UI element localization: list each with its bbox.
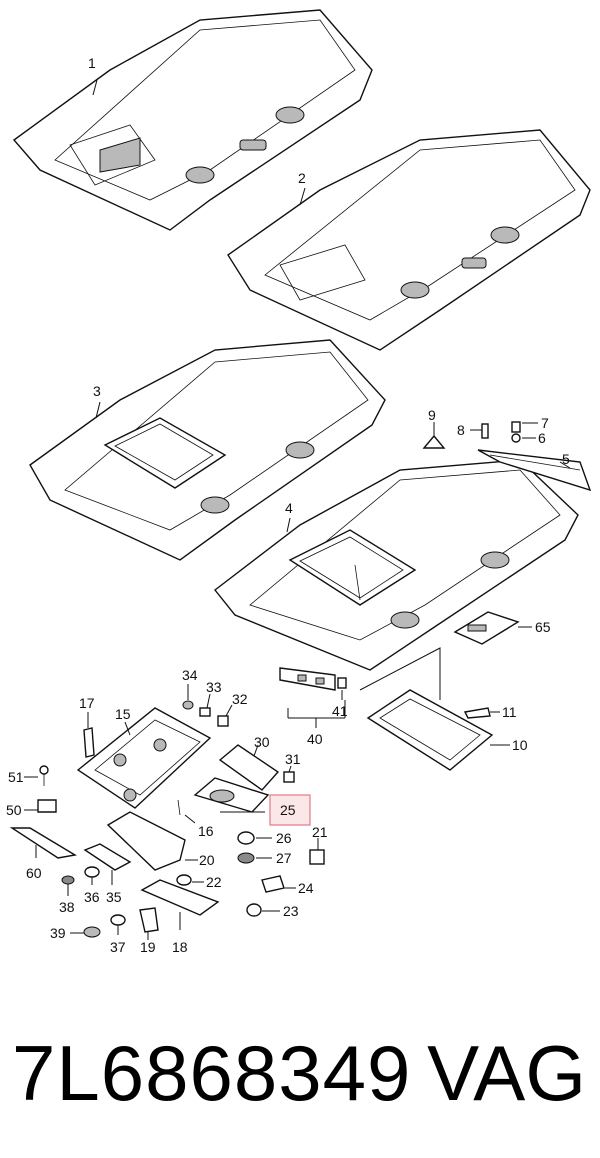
callout-2: 2: [298, 170, 306, 186]
part-31: [283, 771, 295, 783]
part-51-screw: [39, 765, 49, 786]
callout-7: 7: [541, 415, 549, 431]
part-32: [217, 715, 229, 727]
callout-20: 20: [199, 852, 215, 868]
part-24: [261, 875, 285, 893]
callout-34: 34: [182, 667, 198, 683]
callout-38: 38: [59, 899, 75, 915]
part-30: [218, 744, 280, 791]
headliner-2: [227, 129, 591, 351]
part-60: [9, 827, 77, 859]
part-37: [110, 914, 126, 926]
callout-15: 15: [115, 706, 131, 722]
part-39: [83, 926, 101, 938]
callout-23: 23: [283, 903, 299, 919]
callout-10: 10: [512, 737, 528, 753]
callout-41: 41: [332, 703, 348, 719]
callout-5: 5: [562, 451, 570, 467]
callout-33: 33: [206, 679, 222, 695]
headliner-4: [214, 459, 579, 671]
highlight-box-25: [269, 794, 311, 826]
part-17: [83, 727, 95, 758]
part-number: 7L6868349: [12, 1029, 412, 1117]
callout-1: 1: [88, 55, 96, 71]
callout-16: 16: [198, 823, 214, 839]
callout-9: 9: [428, 407, 436, 423]
callout-6: 6: [538, 430, 546, 446]
part-40-bracket: [279, 667, 347, 691]
callout-32: 32: [232, 691, 248, 707]
part-10-seal: [366, 689, 494, 771]
callout-24: 24: [298, 880, 314, 896]
part-19: [139, 907, 159, 933]
callout-22: 22: [206, 874, 222, 890]
callout-4: 4: [285, 500, 293, 516]
part-5-strip: [477, 449, 592, 492]
callout-35: 35: [106, 889, 122, 905]
callout-51: 51: [8, 769, 24, 785]
part-38: [61, 875, 75, 885]
callout-65: 65: [535, 619, 551, 635]
callout-21: 21: [312, 824, 328, 840]
part-36: [84, 866, 100, 878]
callout-25: 25: [280, 802, 296, 818]
callout-50: 50: [6, 802, 22, 818]
callout-8: 8: [457, 422, 465, 438]
part-9: [422, 434, 446, 449]
part-22: [176, 874, 192, 886]
part-33: [199, 707, 211, 717]
callout-18: 18: [172, 939, 188, 955]
callout-37: 37: [110, 939, 126, 955]
part-27: [237, 852, 255, 864]
callout-40: 40: [307, 731, 323, 747]
brand: VAG: [427, 1029, 586, 1117]
callout-3: 3: [93, 383, 101, 399]
callout-36: 36: [84, 889, 100, 905]
part-6-7-clips: [511, 421, 521, 443]
part-11: [463, 707, 491, 719]
footer: 7L6868349 VAG: [0, 1020, 600, 1140]
part-21: [309, 849, 325, 865]
headliner-1: [12, 9, 373, 231]
callout-19: 19: [140, 939, 156, 955]
part-26: [237, 831, 255, 845]
part-50: [37, 799, 57, 813]
callout-17: 17: [79, 695, 95, 711]
part-15-console: [76, 707, 212, 809]
part-18: [140, 879, 220, 916]
callout-27: 27: [276, 850, 292, 866]
callout-11: 11: [502, 704, 517, 720]
part-20: [106, 811, 186, 871]
callout-31: 31: [285, 751, 301, 767]
part-35: [83, 843, 132, 871]
callout-26: 26: [276, 830, 292, 846]
part-16-screw: [177, 799, 181, 816]
parts-diagram: 1 2 3 4 5: [6, 9, 592, 955]
part-34: [182, 700, 194, 710]
part-23: [246, 903, 262, 917]
part-25: [193, 777, 270, 813]
headliner-3: [29, 339, 386, 561]
callout-30: 30: [254, 734, 270, 750]
part-65-light: [453, 611, 520, 645]
callout-39: 39: [50, 925, 66, 941]
callout-60: 60: [26, 865, 42, 881]
part-8: [481, 423, 489, 439]
